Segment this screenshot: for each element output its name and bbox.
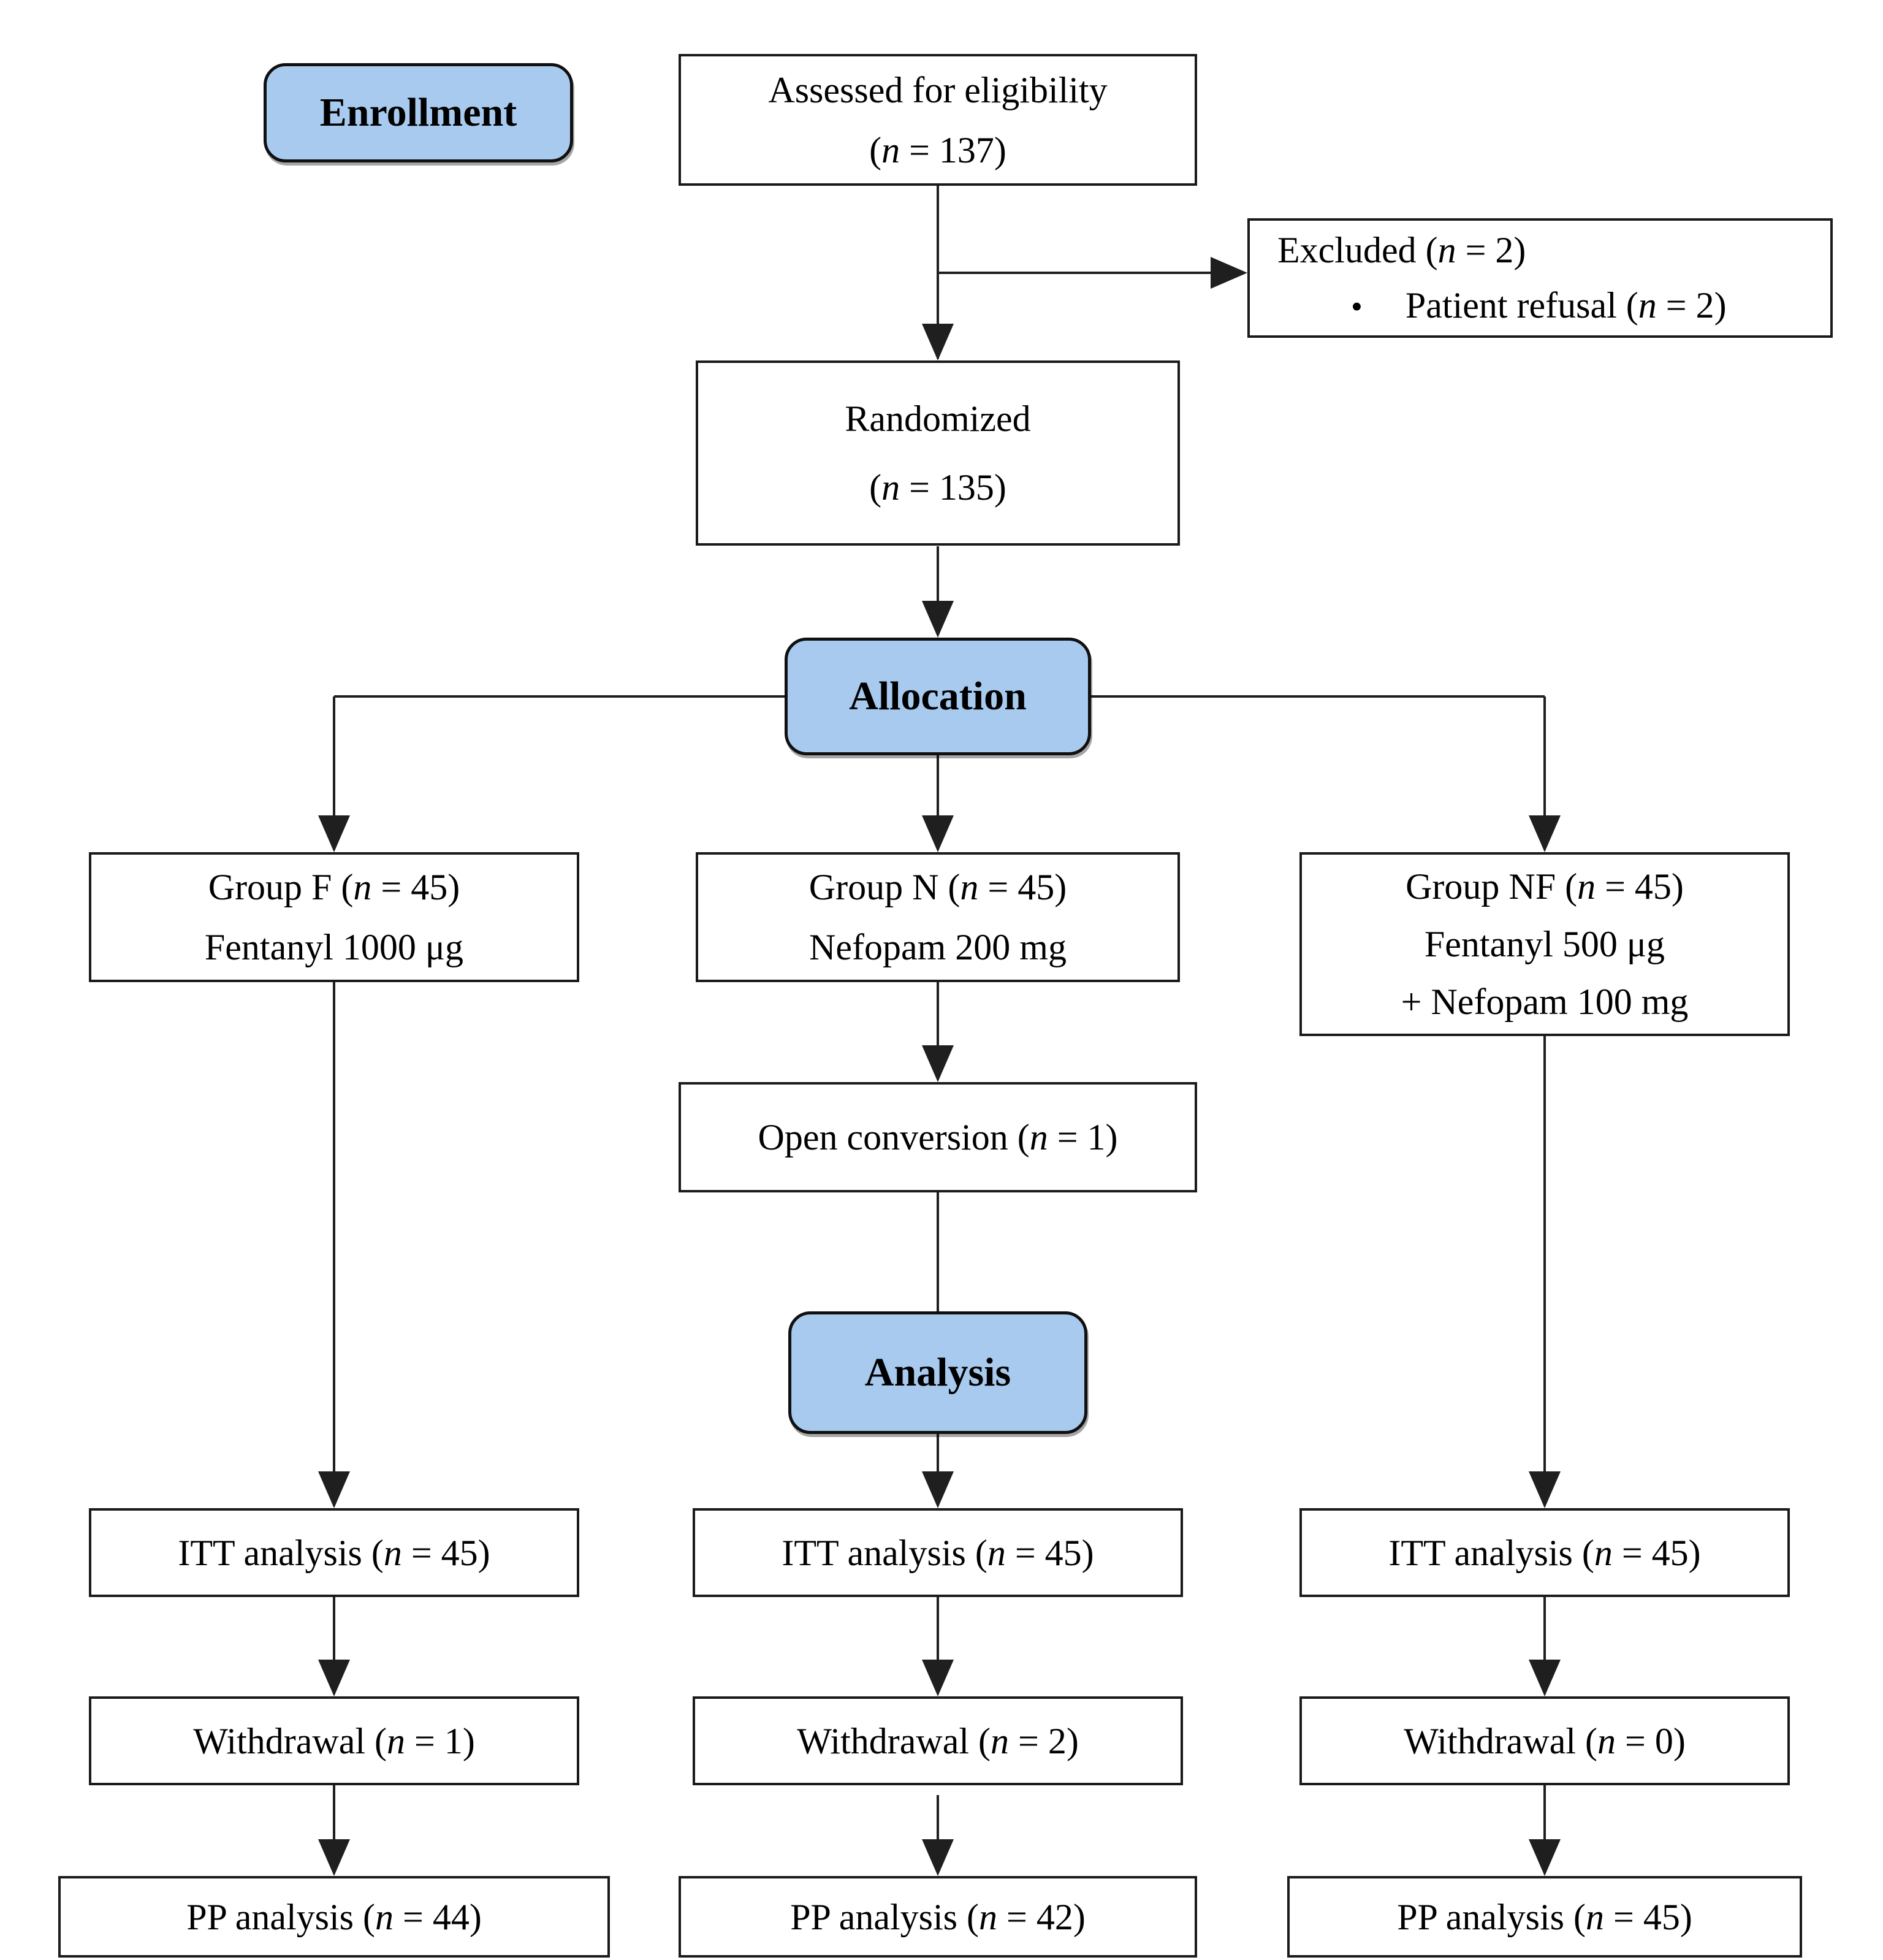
- group-f-line-2: Fentanyl 1000 μg: [204, 927, 464, 967]
- randomized-line-2: (n = 135): [869, 467, 1006, 508]
- arrowhead-to-pp-nf: [1529, 1839, 1561, 1876]
- node-itt-analysis-n: ITT analysis (n = 45): [693, 1508, 1183, 1597]
- arrowhead-to-itt-nf: [1529, 1471, 1561, 1508]
- withdrawal-f-line-1: Withdrawal (n = 1): [193, 1720, 475, 1761]
- arrowhead-to-itt-f: [318, 1471, 350, 1508]
- bullet-icon: •: [1351, 288, 1363, 325]
- pp-f-line-1: PP analysis (n = 44): [186, 1896, 482, 1937]
- arrowhead-to-group-n: [922, 815, 954, 852]
- arrowhead-to-allocation: [922, 601, 954, 638]
- open-conversion-line-1: Open conversion (n = 1): [758, 1117, 1118, 1157]
- randomized-line-1: Randomized: [845, 398, 1031, 439]
- node-open-conversion: Open conversion (n = 1): [679, 1082, 1197, 1192]
- arrowhead-to-pp-n: [922, 1839, 954, 1876]
- pp-n-line-1: PP analysis (n = 42): [790, 1896, 1086, 1937]
- stage-label-enrollment: Enrollment: [264, 63, 573, 162]
- arrowhead-to-withdrawal-f: [318, 1660, 350, 1696]
- group-nf-line-1: Group NF (n = 45): [1406, 866, 1684, 907]
- arrowhead-to-excluded: [1211, 257, 1247, 289]
- arrowhead-to-itt-n: [922, 1471, 954, 1508]
- arrowhead-to-group-f: [318, 815, 350, 852]
- group-nf-line-3: + Nefopam 100 mg: [1401, 982, 1689, 1022]
- node-withdrawal-nf: Withdrawal (n = 0): [1299, 1696, 1790, 1785]
- node-randomized: Randomized (n = 135): [696, 360, 1180, 546]
- assessed-line-2: (n = 137): [869, 129, 1006, 170]
- excluded-bullet-row: • Patient refusal (n = 2): [1351, 278, 1727, 334]
- group-n-line-1: Group N (n = 45): [808, 867, 1067, 907]
- node-pp-analysis-n: PP analysis (n = 42): [679, 1876, 1197, 1958]
- stage-label-allocation: Allocation: [785, 638, 1091, 755]
- arrowhead-to-open-conversion: [922, 1045, 954, 1082]
- node-pp-analysis-f: PP analysis (n = 44): [58, 1876, 610, 1958]
- node-itt-analysis-f: ITT analysis (n = 45): [89, 1508, 579, 1597]
- stage-label-analysis-text: Analysis: [864, 1350, 1011, 1395]
- node-withdrawal-f: Withdrawal (n = 1): [89, 1696, 579, 1785]
- excluded-line-1: Excluded (n = 2): [1277, 229, 1526, 270]
- group-nf-line-2: Fentanyl 500 μg: [1424, 924, 1665, 964]
- arrowhead-to-withdrawal-n: [922, 1660, 954, 1696]
- node-itt-analysis-nf: ITT analysis (n = 45): [1299, 1508, 1790, 1597]
- node-group-nf: Group NF (n = 45) Fentanyl 500 μg + Nefo…: [1299, 852, 1790, 1036]
- node-withdrawal-n: Withdrawal (n = 2): [693, 1696, 1183, 1785]
- arrowhead-to-group-nf: [1529, 815, 1561, 852]
- group-f-line-1: Group F (n = 45): [208, 867, 460, 907]
- stage-label-analysis: Analysis: [788, 1311, 1087, 1434]
- itt-f-line-1: ITT analysis (n = 45): [178, 1532, 490, 1573]
- node-excluded: Excluded (n = 2) • Patient refusal (n = …: [1247, 218, 1833, 338]
- arrowhead-to-pp-f: [318, 1839, 350, 1876]
- node-pp-analysis-nf: PP analysis (n = 45): [1287, 1876, 1802, 1958]
- group-n-line-2: Nefopam 200 mg: [809, 927, 1067, 967]
- node-group-n: Group N (n = 45) Nefopam 200 mg: [696, 852, 1180, 982]
- node-assessed-for-eligibility: Assessed for eligibility (n = 137): [679, 54, 1197, 186]
- excluded-bullet-text: Patient refusal (n = 2): [1405, 284, 1727, 326]
- pp-nf-line-1: PP analysis (n = 45): [1397, 1896, 1692, 1937]
- withdrawal-nf-line-1: Withdrawal (n = 0): [1404, 1720, 1686, 1761]
- withdrawal-n-line-1: Withdrawal (n = 2): [797, 1720, 1079, 1761]
- itt-n-line-1: ITT analysis (n = 45): [782, 1532, 1094, 1573]
- assessed-line-1: Assessed for eligibility: [768, 69, 1108, 110]
- itt-nf-line-1: ITT analysis (n = 45): [1388, 1532, 1701, 1573]
- node-group-f: Group F (n = 45) Fentanyl 1000 μg: [89, 852, 579, 982]
- arrowhead-to-randomized: [922, 324, 954, 360]
- stage-label-enrollment-text: Enrollment: [319, 90, 517, 135]
- stage-label-allocation-text: Allocation: [849, 674, 1027, 719]
- arrowhead-to-withdrawal-nf: [1529, 1660, 1561, 1696]
